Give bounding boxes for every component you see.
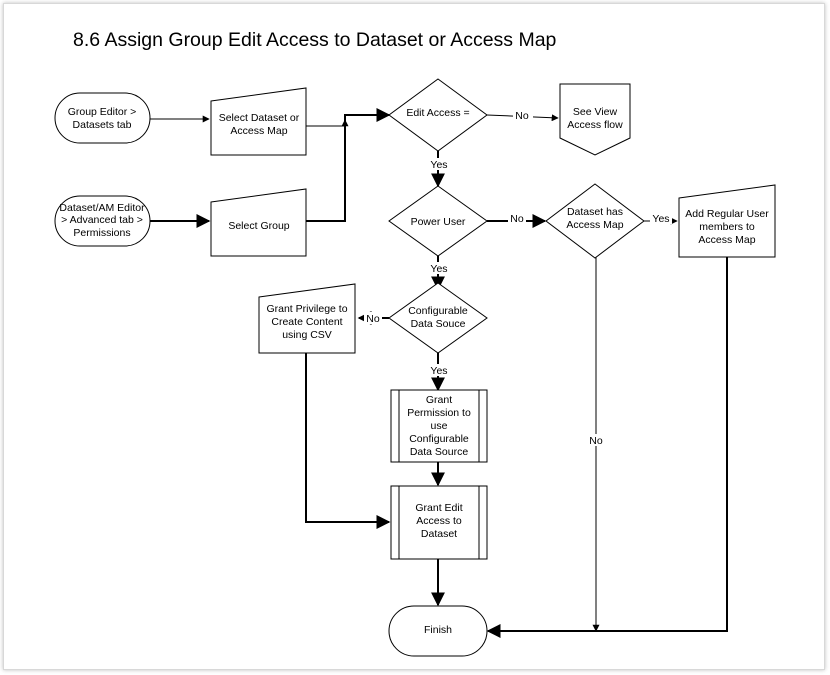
node-group-editor-line-2: Datasets tab	[73, 119, 132, 131]
node-dataset-has-access-map: Dataset has Access Map	[545, 183, 645, 259]
node-grant-edit-access: Grant Edit Access to Dataset	[390, 485, 488, 560]
edge-grant-privilege-to-grant-edit	[305, 353, 391, 529]
node-grant-privilege: Grant Privilege to Create Content using …	[258, 283, 356, 354]
node-grant-permission-line-2: Permission to	[407, 407, 471, 419]
node-see-view-access: See View Access flow	[559, 83, 631, 156]
node-dataset-am-editor-line-3: Permissions	[73, 227, 130, 239]
node-grant-privilege-line-1: Grant Privilege to	[266, 303, 347, 315]
node-select-dataset-line-1: Select Dataset or	[219, 112, 300, 124]
node-dataset-am-editor: Dataset/AM Editor > Advanced tab > Permi…	[54, 195, 151, 247]
node-finish: Finish	[388, 605, 488, 657]
node-grant-permission: Grant Permission to use Configurable Dat…	[390, 389, 488, 463]
diagram-title: 8.6 Assign Group Edit Access to Dataset …	[73, 29, 557, 51]
node-dataset-am-editor-line-2: > Advanced tab >	[61, 214, 143, 226]
edge-select-dataset-to-edit-access	[306, 119, 349, 127]
node-finish-line-1: Finish	[424, 624, 452, 636]
label-power-user-no: No	[510, 213, 524, 225]
node-group-editor-line-1: Group Editor >	[68, 106, 137, 118]
node-power-user-line-1: Power User	[411, 216, 466, 228]
node-see-view-access-line-2: Access flow	[567, 119, 623, 131]
node-select-dataset: Select Dataset or Access Map	[210, 87, 307, 156]
node-grant-permission-line-5: Data Source	[410, 446, 469, 458]
edge-labels: No Yes No Yes Yes No Yes No	[364, 109, 672, 447]
node-add-regular-user: Add Regular User members to Access Map	[678, 184, 776, 258]
node-group-editor: Group Editor > Datasets tab	[54, 92, 151, 144]
node-grant-edit-access-line-1: Grant Edit	[415, 502, 462, 514]
node-grant-privilege-line-3: using CSV	[282, 329, 332, 341]
node-add-regular-user-line-2: members to	[699, 221, 755, 233]
node-dataset-has-access-map-line-2: Access Map	[566, 219, 623, 231]
node-edit-access: Edit Access =	[388, 78, 488, 152]
node-select-group-line-1: Select Group	[228, 220, 289, 232]
node-grant-permission-line-3: use	[431, 420, 448, 432]
label-has-map-no: No	[589, 435, 603, 447]
node-grant-permission-line-4: Configurable	[409, 433, 469, 445]
label-configurable-no: No	[366, 313, 380, 325]
node-dataset-has-access-map-line-1: Dataset has	[567, 206, 623, 218]
node-edit-access-line-1: Edit Access =	[406, 107, 469, 119]
node-select-dataset-line-2: Access Map	[230, 125, 287, 137]
edge-add-user-to-finish	[486, 257, 728, 638]
node-configurable-data-source: Configurable Data Souce	[388, 282, 488, 354]
node-configurable-data-source-line-2: Data Souce	[411, 318, 466, 330]
edge-select-group-to-edit-access	[306, 108, 391, 222]
node-dataset-am-editor-line-1: Dataset/AM Editor	[59, 202, 145, 214]
node-select-group: Select Group	[210, 188, 307, 257]
label-configurable-yes: Yes	[430, 365, 447, 377]
label-power-user-yes: Yes	[430, 263, 447, 275]
node-power-user: Power User	[388, 185, 488, 257]
label-has-map-yes: Yes	[652, 213, 669, 225]
node-grant-permission-line-1: Grant	[426, 394, 452, 406]
node-add-regular-user-line-1: Add Regular User	[685, 208, 769, 220]
node-grant-edit-access-line-3: Dataset	[421, 528, 457, 540]
node-add-regular-user-line-3: Access Map	[698, 234, 755, 246]
label-edit-access-yes: Yes	[430, 159, 447, 171]
label-edit-access-no: No	[515, 110, 529, 122]
node-grant-edit-access-line-2: Access to	[416, 515, 462, 527]
node-grant-privilege-line-2: Create Content	[271, 316, 342, 328]
node-see-view-access-line-1: See View	[573, 106, 618, 118]
node-configurable-data-source-line-1: Configurable	[408, 305, 468, 317]
